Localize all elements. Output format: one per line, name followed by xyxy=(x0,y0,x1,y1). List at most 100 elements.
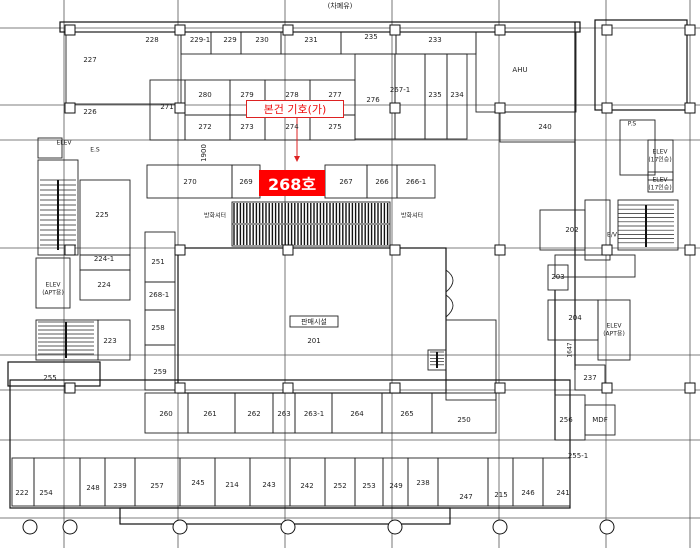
elev17b: ELEV xyxy=(652,177,668,184)
column xyxy=(601,102,613,114)
room-260: 260 xyxy=(159,410,172,418)
room-263-1: 263-1 xyxy=(304,410,324,418)
column xyxy=(64,102,76,114)
room-229: 229 xyxy=(223,36,236,44)
room-247: 247 xyxy=(459,493,472,501)
hall-side-rooms xyxy=(144,231,176,391)
room-224-1: 224-1 xyxy=(94,255,114,263)
column-round xyxy=(22,519,38,535)
room-mdf: MDF xyxy=(592,416,607,424)
room-253: 253 xyxy=(362,482,375,490)
dim-1647: 1647 xyxy=(567,342,574,357)
column xyxy=(601,382,613,394)
elev-apt2: ELEV xyxy=(606,323,622,330)
room-202: 202 xyxy=(565,226,578,234)
column xyxy=(64,24,76,36)
room-ahu: AHU xyxy=(512,66,527,74)
room-267: 267 xyxy=(339,178,352,186)
stairs xyxy=(38,179,674,368)
column xyxy=(494,24,506,36)
column xyxy=(494,102,506,114)
room-255-1: 255-1 xyxy=(568,452,588,460)
room-273: 273 xyxy=(240,123,253,131)
room-271: 271 xyxy=(160,103,173,111)
column xyxy=(389,24,401,36)
elevator-ev: E/V xyxy=(607,232,618,239)
room-262: 262 xyxy=(247,410,260,418)
column-round xyxy=(387,519,403,535)
room-254: 254 xyxy=(39,489,53,497)
room-203: 203 xyxy=(551,273,564,281)
unit-tag: 268호 xyxy=(259,170,325,196)
room-230: 230 xyxy=(255,36,268,44)
column xyxy=(389,102,401,114)
column xyxy=(282,244,294,256)
column xyxy=(389,244,401,256)
elev-apt-sub: (APT용) xyxy=(42,290,64,297)
column-round xyxy=(62,519,78,535)
column xyxy=(389,382,401,394)
ps-shaft: P.S xyxy=(628,121,637,128)
column-round xyxy=(280,519,296,535)
room-251: 251 xyxy=(151,258,164,266)
room-259: 259 xyxy=(153,368,166,376)
callout-arrow xyxy=(294,118,300,162)
room-215: 215 xyxy=(494,491,507,499)
outer-walls xyxy=(7,19,688,525)
room-255: 255 xyxy=(43,374,56,382)
room-248: 248 xyxy=(86,484,99,492)
room-labels: (차폐유) 228 229-1 229 230 231 235 233 227 … xyxy=(15,1,671,501)
room-235a: 235 xyxy=(364,33,377,41)
elev-apt2-sub: (APT용) xyxy=(603,331,625,338)
top-rooms xyxy=(65,31,577,143)
column xyxy=(684,382,696,394)
room-261: 261 xyxy=(203,410,216,418)
column xyxy=(174,102,186,114)
room-245: 245 xyxy=(191,479,204,487)
room-222: 222 xyxy=(15,489,28,497)
fire-shutter-right: 방화셔터 xyxy=(401,212,423,220)
column xyxy=(494,382,506,394)
column xyxy=(684,24,696,36)
room-266-1: 266-1 xyxy=(406,178,426,186)
elev17b-sub: (17인승) xyxy=(648,185,671,192)
room-276a: 276 xyxy=(366,96,380,104)
columns xyxy=(22,24,696,535)
column xyxy=(174,24,186,36)
bottom-mid-rooms xyxy=(144,392,497,434)
column xyxy=(174,244,186,256)
escalator xyxy=(231,201,391,247)
room-252: 252 xyxy=(333,482,346,490)
room-234: 234 xyxy=(450,91,464,99)
fire-shutter-left: 방화셔터 xyxy=(204,212,226,220)
hall-label: 판매시설 xyxy=(301,317,327,326)
column xyxy=(601,244,613,256)
room-240: 240 xyxy=(538,123,551,131)
label-es: E.S xyxy=(90,147,100,154)
column xyxy=(64,244,76,256)
column xyxy=(174,382,186,394)
room-226: 226 xyxy=(83,108,97,116)
room-225: 225 xyxy=(95,211,108,219)
room-238: 238 xyxy=(416,479,429,487)
column xyxy=(282,24,294,36)
room-266: 266 xyxy=(375,178,389,186)
room-274: 274 xyxy=(285,123,299,131)
room-239: 239 xyxy=(113,482,126,490)
elev-a: ELEV xyxy=(56,140,72,147)
room-242: 242 xyxy=(300,482,313,490)
room-265: 265 xyxy=(400,410,413,418)
column-round xyxy=(172,519,188,535)
room-272: 272 xyxy=(198,123,211,131)
room-243: 243 xyxy=(262,481,275,489)
room-278: 278 xyxy=(285,91,298,99)
column xyxy=(494,244,506,256)
column xyxy=(64,382,76,394)
room-201: 201 xyxy=(307,337,320,345)
room-267-1: 267-1 xyxy=(390,86,410,94)
room-263: 263 xyxy=(277,410,290,418)
right-rooms xyxy=(539,119,679,441)
column xyxy=(684,102,696,114)
column-round xyxy=(492,519,508,535)
